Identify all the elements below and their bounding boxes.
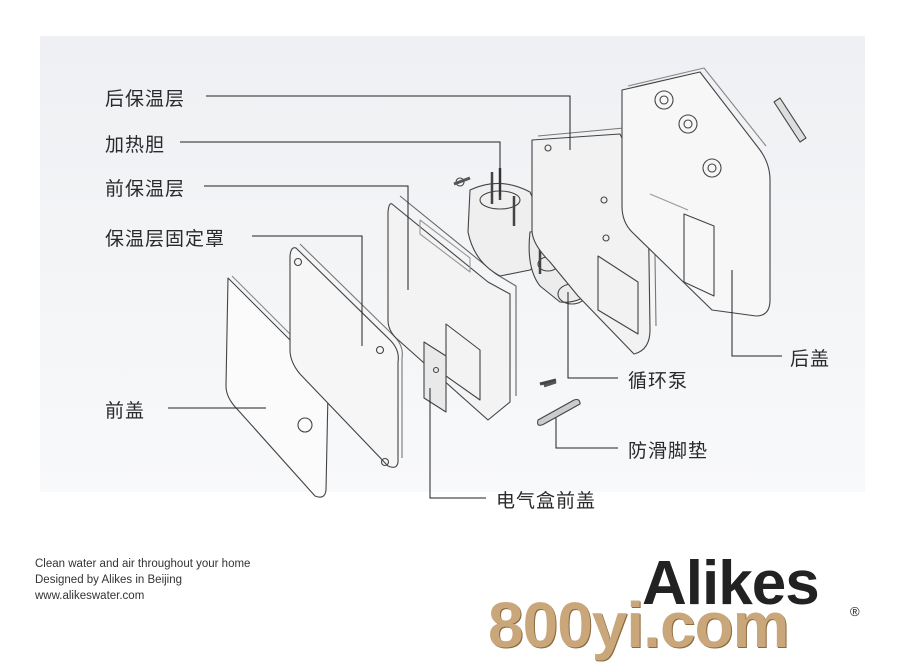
leader-heating-tank [180, 141, 501, 196]
label-front-cover: 前盖 [105, 400, 146, 422]
anti-slip-pad-part [537, 398, 581, 426]
footer-tagline: Clean water and air throughout your home [35, 558, 251, 570]
rear-plate-part [773, 97, 807, 143]
brand-logo: Alikes [642, 549, 820, 618]
registered-mark: ® [850, 604, 860, 619]
leader-electric-box-cover [429, 388, 486, 499]
label-front-insulation: 前保温层 [105, 178, 186, 200]
footer-website: www.alikeswater.com [35, 590, 145, 602]
leader-rear-insulation [206, 95, 571, 150]
leader-anti-slip-pad [555, 418, 618, 449]
label-rear-cover: 后盖 [790, 348, 831, 370]
watermark: 800yi.com [488, 589, 790, 661]
leader-front-insulation [204, 185, 409, 290]
footer-designed-by: Designed by Alikes in Beijing [35, 574, 183, 586]
rear-insulation-part [531, 127, 657, 355]
label-rear-insulation: 后保温层 [105, 88, 186, 110]
label-insulation-cover: 保温层固定罩 [105, 228, 226, 250]
label-heating-tank: 加热胆 [105, 134, 166, 156]
leader-insulation-cover [252, 235, 363, 346]
label-anti-slip-pad: 防滑脚垫 [628, 440, 709, 462]
insulation-cover-part [289, 243, 403, 468]
screw-part [453, 176, 557, 388]
label-circulation-pump: 循环泵 [628, 370, 689, 392]
label-electric-box-cover: 电气盒前盖 [496, 490, 597, 512]
rear-cover-part [621, 67, 771, 317]
leader-circulation-pump [567, 292, 618, 379]
leader-rear-cover [731, 270, 782, 357]
